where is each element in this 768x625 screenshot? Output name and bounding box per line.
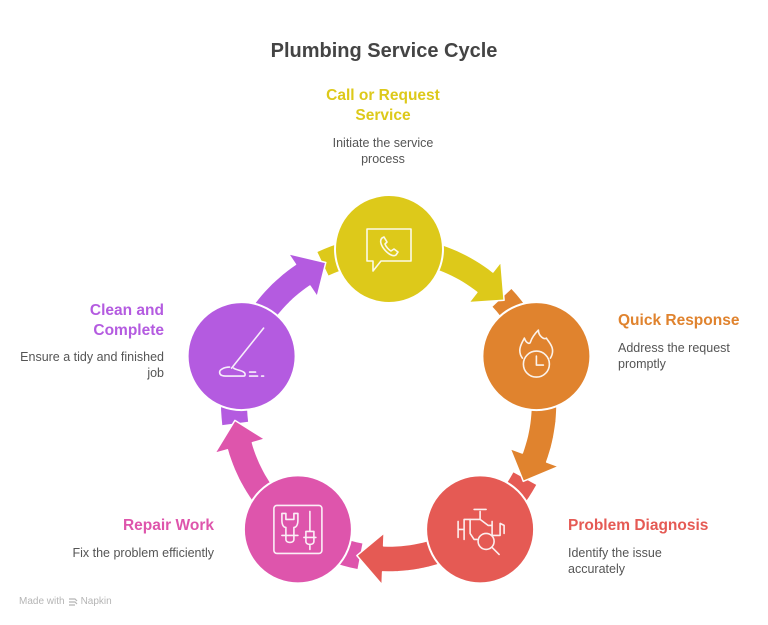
step-2-desc-line1: Address the request: [618, 341, 730, 355]
step-3-description: Identify the issue accurately: [568, 545, 662, 577]
made-with-napkin-footer[interactable]: Made with Napkin: [19, 596, 112, 607]
step-3-desc-line2: accurately: [568, 562, 625, 576]
step-5-node: [186, 301, 297, 412]
footer-brand: Napkin: [80, 596, 112, 607]
phone-chat-icon: [366, 228, 412, 272]
footer-prefix: Made with: [19, 596, 65, 607]
step-2-desc-line2: promptly: [618, 357, 666, 371]
mop-icon: [218, 327, 265, 377]
step-1-description: Initiate the service process: [283, 135, 483, 167]
step-1-title: Call or Request Service: [283, 86, 483, 126]
step-5-desc-line2: job: [147, 366, 164, 380]
step-5-title-line1: Clean and: [89, 302, 164, 319]
step-1-title-line1: Call or Request: [326, 87, 440, 104]
step-4-description: Fix the problem efficiently: [72, 546, 215, 560]
step-3-node: [425, 474, 536, 585]
step-3-title: Problem Diagnosis: [568, 517, 709, 534]
step-5-title: Clean and Complete: [14, 301, 164, 341]
step-2-node: [481, 301, 592, 412]
step-1-title-line2: Service: [355, 107, 411, 124]
step-5-desc-line1: Ensure a tidy and finished: [20, 350, 164, 364]
step-1-desc-line1: Initiate the service: [332, 136, 434, 150]
step-3-circle: [425, 474, 536, 585]
step-1-node: [334, 194, 444, 304]
napkin-logo-icon: [68, 597, 78, 606]
step-5-title-line2: Complete: [93, 322, 164, 339]
step-3-desc-line1: Identify the issue: [568, 546, 662, 560]
step-2-title: Quick Response: [618, 312, 740, 329]
step-4-circle: [242, 474, 353, 585]
step-4-node: [242, 474, 353, 585]
step-5-description: Ensure a tidy and finished job: [14, 349, 164, 381]
step-1-desc-line2: process: [361, 152, 405, 166]
step-2-description: Address the request promptly: [618, 340, 730, 372]
fire-clock-icon: [519, 329, 554, 378]
step-4-title: Repair Work: [122, 517, 214, 534]
diagram-title: Plumbing Service Cycle: [270, 40, 498, 62]
tools-icon: [273, 504, 323, 555]
engine-search-icon: [457, 508, 505, 556]
